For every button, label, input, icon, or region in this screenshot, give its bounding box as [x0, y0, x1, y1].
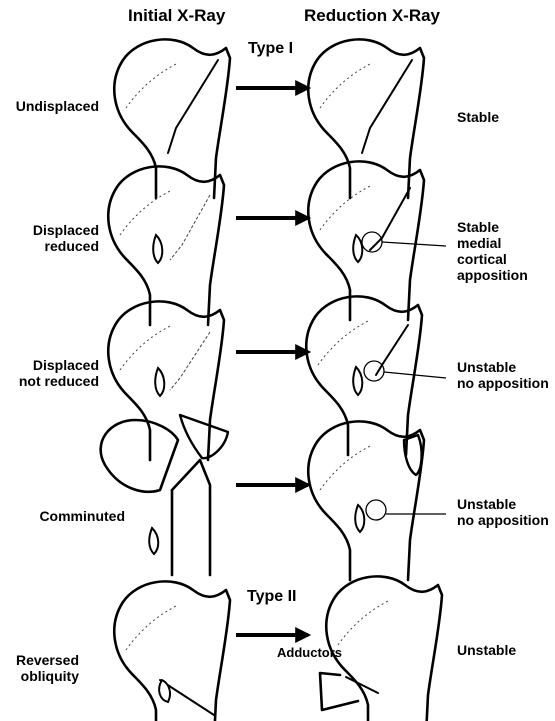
- header-reduction-xray: Reduction X-Ray: [304, 6, 440, 26]
- header-initial-xray: Initial X-Ray: [128, 6, 225, 26]
- result-label-displaced-reduced: Stable medial cortical apposition: [457, 219, 555, 283]
- result-label-undisplaced: Stable: [457, 109, 499, 125]
- row-label-reversed-obliquity: Reversed obliquity: [16, 652, 79, 684]
- row-label-displaced-reduced: Displaced reduced: [33, 222, 99, 254]
- row-label-comminuted: Comminuted: [39, 508, 125, 524]
- row-displaced-not-reduced-initial-femur: [108, 301, 224, 460]
- row-displaced-not-reduced-reduction-femur: [306, 296, 422, 455]
- row-label-undisplaced: Undisplaced: [16, 98, 99, 114]
- type-2-label: Type II: [247, 588, 297, 606]
- row-label-displaced-not-reduced: Displaced not reduced: [19, 357, 99, 389]
- type-1-label: Type I: [248, 40, 293, 58]
- row-reversed-obliquity-initial-femur: [114, 581, 230, 721]
- result-label-comminuted: Unstable no apposition: [457, 496, 549, 528]
- adductors-annotation: Adductors: [277, 646, 342, 661]
- result-label-reversed-obliquity: Unstable: [457, 642, 516, 658]
- result-label-displaced-not-reduced: Unstable no apposition: [457, 359, 549, 391]
